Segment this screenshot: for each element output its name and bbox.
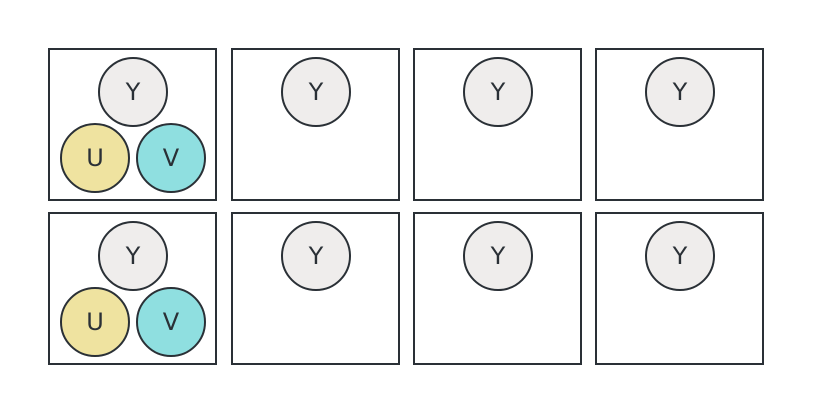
pixel-cell: Y — [413, 212, 582, 365]
luma-sample-y: Y — [645, 221, 715, 291]
chroma-sample-u: U — [60, 123, 130, 193]
pixel-cell: Y — [595, 48, 764, 201]
pixel-cell: Y U V — [48, 212, 217, 365]
luma-sample-y: Y — [281, 57, 351, 127]
pixel-cell: Y — [231, 212, 400, 365]
luma-sample-y: Y — [463, 57, 533, 127]
pixel-cell: Y — [595, 212, 764, 365]
pixel-grid: Y U V Y Y Y Y U V Y Y Y — [48, 48, 770, 370]
pixel-cell: Y — [413, 48, 582, 201]
luma-sample-y: Y — [463, 221, 533, 291]
luma-sample-y: Y — [281, 221, 351, 291]
luma-sample-y: Y — [98, 221, 168, 291]
chroma-sample-v: V — [136, 287, 206, 357]
luma-sample-y: Y — [98, 57, 168, 127]
chroma-sample-u: U — [60, 287, 130, 357]
luma-sample-y: Y — [645, 57, 715, 127]
chroma-sample-v: V — [136, 123, 206, 193]
pixel-cell: Y U V — [48, 48, 217, 201]
pixel-cell: Y — [231, 48, 400, 201]
